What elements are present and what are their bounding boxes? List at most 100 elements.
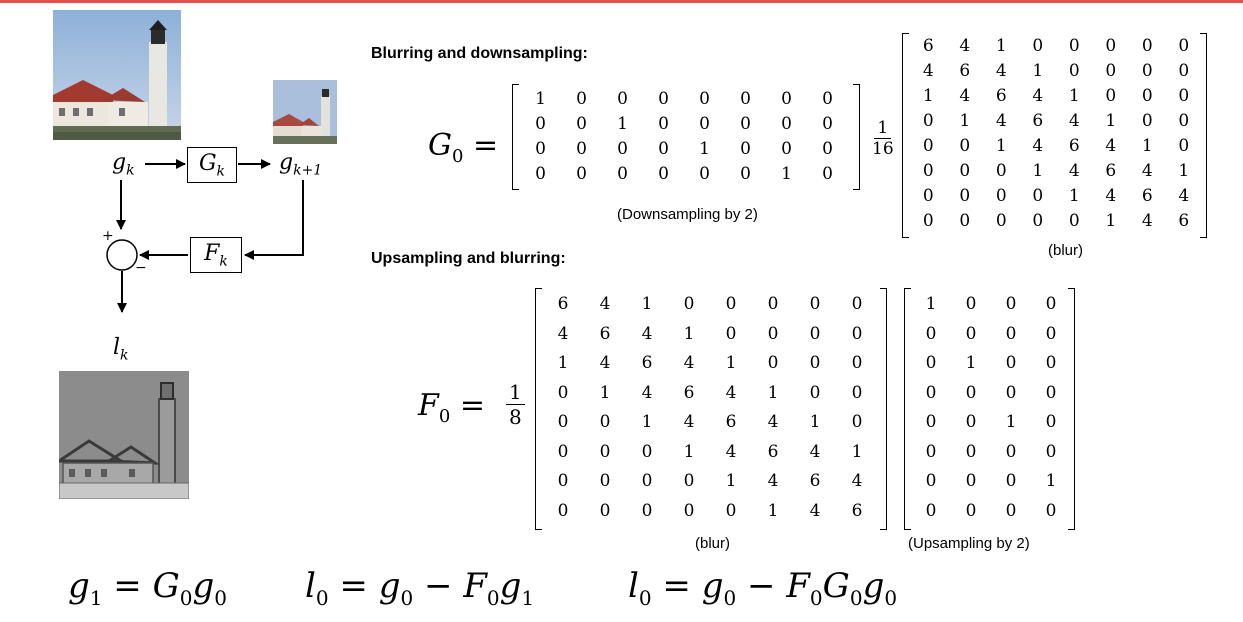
matrix-cell: 1	[725, 353, 737, 373]
matrix-cell: 0	[740, 114, 751, 134]
matrix-cell: 1	[641, 294, 653, 314]
matrix-cell: 0	[1178, 86, 1190, 106]
matrix-cell: 0	[1178, 136, 1190, 156]
blur-matrix-top-left-bracket	[902, 33, 909, 238]
matrix-cell: 1	[995, 136, 1007, 156]
matrix-cell: 0	[925, 471, 937, 491]
matrix-cell: 0	[822, 89, 833, 109]
downsampling-title: Blurring and downsampling:	[371, 45, 588, 62]
matrix-cell: 0	[599, 412, 611, 432]
matrix-cell: 1	[922, 86, 934, 106]
matrix-cell: 0	[1005, 471, 1017, 491]
lighthouse-image-large	[53, 10, 181, 140]
matrix-cell: 0	[781, 114, 792, 134]
matrix-cell: 1	[965, 353, 977, 373]
matrix-cell: 4	[1032, 86, 1044, 106]
matrix-cell: 0	[1005, 353, 1017, 373]
matrix-cell: 0	[922, 111, 934, 131]
laplacian-image	[59, 371, 189, 499]
matrix-cell: 0	[599, 500, 611, 521]
matrix-cell: 0	[922, 161, 934, 181]
summing-node	[106, 239, 138, 271]
matrix-cell: 1	[1045, 471, 1057, 491]
matrix-cell: 0	[965, 500, 977, 521]
matrix-cell: 1	[781, 164, 792, 184]
matrix-cell: 0	[1178, 111, 1190, 131]
matrix-cell: 1	[641, 412, 653, 432]
matrix-cell: 4	[599, 353, 611, 373]
matrix-cell: 0	[658, 89, 669, 109]
equation-g1: g1 = G0g0	[68, 566, 228, 610]
blur-caption-top: (blur)	[1048, 242, 1084, 259]
matrix-cell: 1	[1141, 136, 1153, 156]
matrix-cell: 0	[699, 114, 710, 134]
matrix-cell: 0	[725, 294, 737, 314]
equation-l0-a: l0 = g0 − F0g1	[305, 566, 535, 610]
matrix-cell: 6	[809, 471, 821, 491]
matrix-cell: 1	[699, 139, 710, 159]
matrix-cell: 0	[725, 500, 737, 521]
matrix-cell: 4	[767, 471, 779, 491]
down-block-label: G	[198, 150, 217, 176]
matrix-cell: 0	[1032, 211, 1044, 231]
matrix-cell: 0	[599, 441, 611, 462]
matrix-cell: 0	[576, 139, 587, 159]
upsample-matrix-left-bracket	[904, 288, 911, 530]
matrix-cell: 4	[1178, 186, 1190, 206]
matrix-cell: 0	[809, 353, 821, 373]
equation-l0-b: l0 = g0 − F0G0g0	[628, 566, 898, 610]
matrix-cell: 4	[767, 412, 779, 432]
matrix-cell: 0	[1005, 441, 1017, 462]
matrix-cell: 4	[725, 441, 737, 462]
matrix-cell: 0	[822, 164, 833, 184]
matrix-cell: 0	[1141, 86, 1153, 106]
matrix-cell: 0	[822, 139, 833, 159]
matrix-cell: 1	[599, 382, 611, 403]
matrix-cell: 0	[1032, 36, 1044, 56]
matrix-cell: 6	[1178, 211, 1190, 231]
matrix-cell: 4	[641, 323, 653, 344]
matrix-cell: 4	[959, 86, 971, 106]
matrix-cell: 1	[1105, 111, 1117, 131]
matrix-cell: 0	[1045, 500, 1057, 521]
matrix-cell: 4	[1105, 186, 1117, 206]
matrix-cell: 0	[535, 114, 546, 134]
matrix-cell: 0	[1005, 500, 1017, 521]
matrix-cell: 0	[995, 186, 1007, 206]
matrix-cell: 0	[925, 412, 937, 432]
matrix-cell: 0	[641, 471, 653, 491]
matrix-cell: 1	[535, 89, 546, 109]
matrix-cell: 4	[1032, 136, 1044, 156]
matrix-cell: 4	[683, 353, 695, 373]
matrix-cell: 0	[683, 500, 695, 521]
matrix-cell: 6	[922, 36, 934, 56]
matrix-cell: 0	[1068, 36, 1080, 56]
matrix-cell: 0	[617, 164, 628, 184]
matrix-cell: 0	[925, 441, 937, 462]
matrix-cell: 0	[557, 382, 569, 403]
matrix-cell: 1	[809, 412, 821, 432]
matrix-cell: 1	[925, 294, 937, 314]
select-matrix-right-bracket	[853, 84, 860, 190]
matrix-cell: 0	[683, 294, 695, 314]
matrix-cell: 4	[1141, 161, 1153, 181]
matrix-cell: 0	[576, 89, 587, 109]
matrix-cell: 4	[995, 111, 1007, 131]
matrix-cell: 0	[641, 441, 653, 462]
up-block-label: F	[204, 240, 220, 266]
matrix-cell: 0	[851, 323, 863, 344]
matrix-cell: 0	[658, 164, 669, 184]
matrix-cell: 6	[557, 294, 569, 314]
scale-1-8: 1 8	[506, 380, 525, 429]
